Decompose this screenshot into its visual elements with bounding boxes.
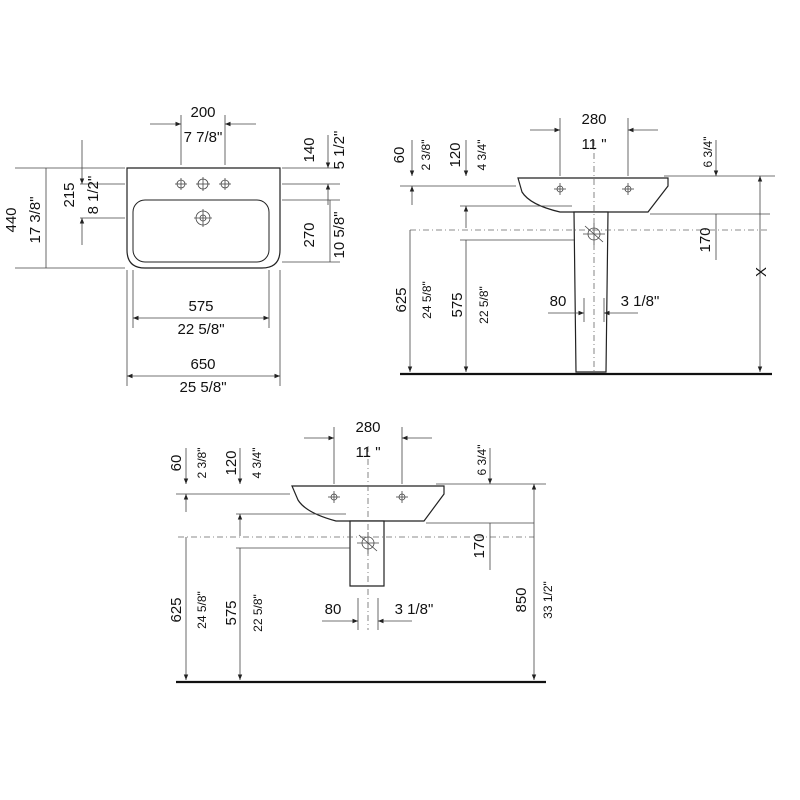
right-mm: 170 xyxy=(697,227,714,252)
tap-holes-plan xyxy=(175,177,231,191)
fixing-height-mm: 625 xyxy=(393,287,410,312)
rim-in-2: 2 3/8" xyxy=(195,448,209,479)
pedestal-width-mm: 80 xyxy=(550,293,567,310)
waste-width-mm-2: 280 xyxy=(355,419,380,436)
rim-mm-2: 60 xyxy=(168,455,185,472)
rim-in: 2 3/8" xyxy=(419,140,433,171)
trap-width-mm: 80 xyxy=(325,601,342,618)
siphon-cover xyxy=(349,520,385,587)
right-top-in-2: 6 3/4" xyxy=(475,445,489,476)
tap-depth-mm: 215 xyxy=(61,182,78,207)
drop-in-2: 4 3/4" xyxy=(250,448,264,479)
inner-width-mm: 575 xyxy=(188,298,213,315)
fixing-height-in: 24 5/8" xyxy=(420,281,434,319)
basin-profile xyxy=(517,177,669,213)
waste-width-mm: 280 xyxy=(581,111,606,128)
lower-height-mm-2: 575 xyxy=(223,600,240,625)
total-height-in: 33 1/2" xyxy=(541,581,555,619)
tap-depth-in: 8 1/2" xyxy=(85,176,102,215)
bowl-depth-in: 10 5/8" xyxy=(331,211,348,258)
drop-mm-2: 120 xyxy=(223,450,240,475)
lower-height-in-2: 22 5/8" xyxy=(251,594,265,632)
top-view: 200 7 7/8" 140 5 1/2" 440 17 3/8" 215 8 … xyxy=(3,104,348,396)
bowl-depth-mm: 270 xyxy=(301,222,318,247)
right-top-in: 6 3/4" xyxy=(701,137,715,168)
total-height-mm: 850 xyxy=(513,587,530,612)
pedestal-body xyxy=(573,211,609,373)
depth-mm: 440 xyxy=(3,207,20,232)
fixing-height-in-2: 24 5/8" xyxy=(195,591,209,629)
depth-in: 17 3/8" xyxy=(27,196,44,243)
bowl-plan xyxy=(132,199,270,263)
lower-height-in: 22 5/8" xyxy=(477,286,491,324)
trap-width-in: 3 1/8" xyxy=(395,601,434,618)
drain-plan xyxy=(194,209,212,227)
waste-width-in-2: 11 " xyxy=(355,444,380,461)
side-view-pedestal: 280 11 " 60 2 3/8" 120 4 3/4" 6 3/4" 170… xyxy=(391,111,775,376)
side-view-wall: 280 11 " 60 2 3/8" 120 4 3/4" 6 3/4" 170… xyxy=(168,419,555,684)
drop-in: 4 3/4" xyxy=(475,140,489,171)
rim-mm: 60 xyxy=(391,147,408,164)
tap-spacing-in: 7 7/8" xyxy=(184,129,223,146)
inner-width-in: 22 5/8" xyxy=(177,321,224,338)
height-x: X xyxy=(753,267,770,277)
top-offset-in: 5 1/2" xyxy=(331,131,348,170)
tap-spacing-mm: 200 xyxy=(190,104,215,121)
lower-height-mm: 575 xyxy=(449,292,466,317)
fixing-height-mm-2: 625 xyxy=(168,597,185,622)
waste-width-in: 11 " xyxy=(581,136,606,153)
outer-width-in: 25 5/8" xyxy=(179,379,226,396)
top-offset-mm: 140 xyxy=(301,137,318,162)
right-mm-2: 170 xyxy=(471,533,488,558)
pedestal-width-in: 3 1/8" xyxy=(621,293,660,310)
outer-width-mm: 650 xyxy=(190,356,215,373)
drop-mm: 120 xyxy=(447,142,464,167)
